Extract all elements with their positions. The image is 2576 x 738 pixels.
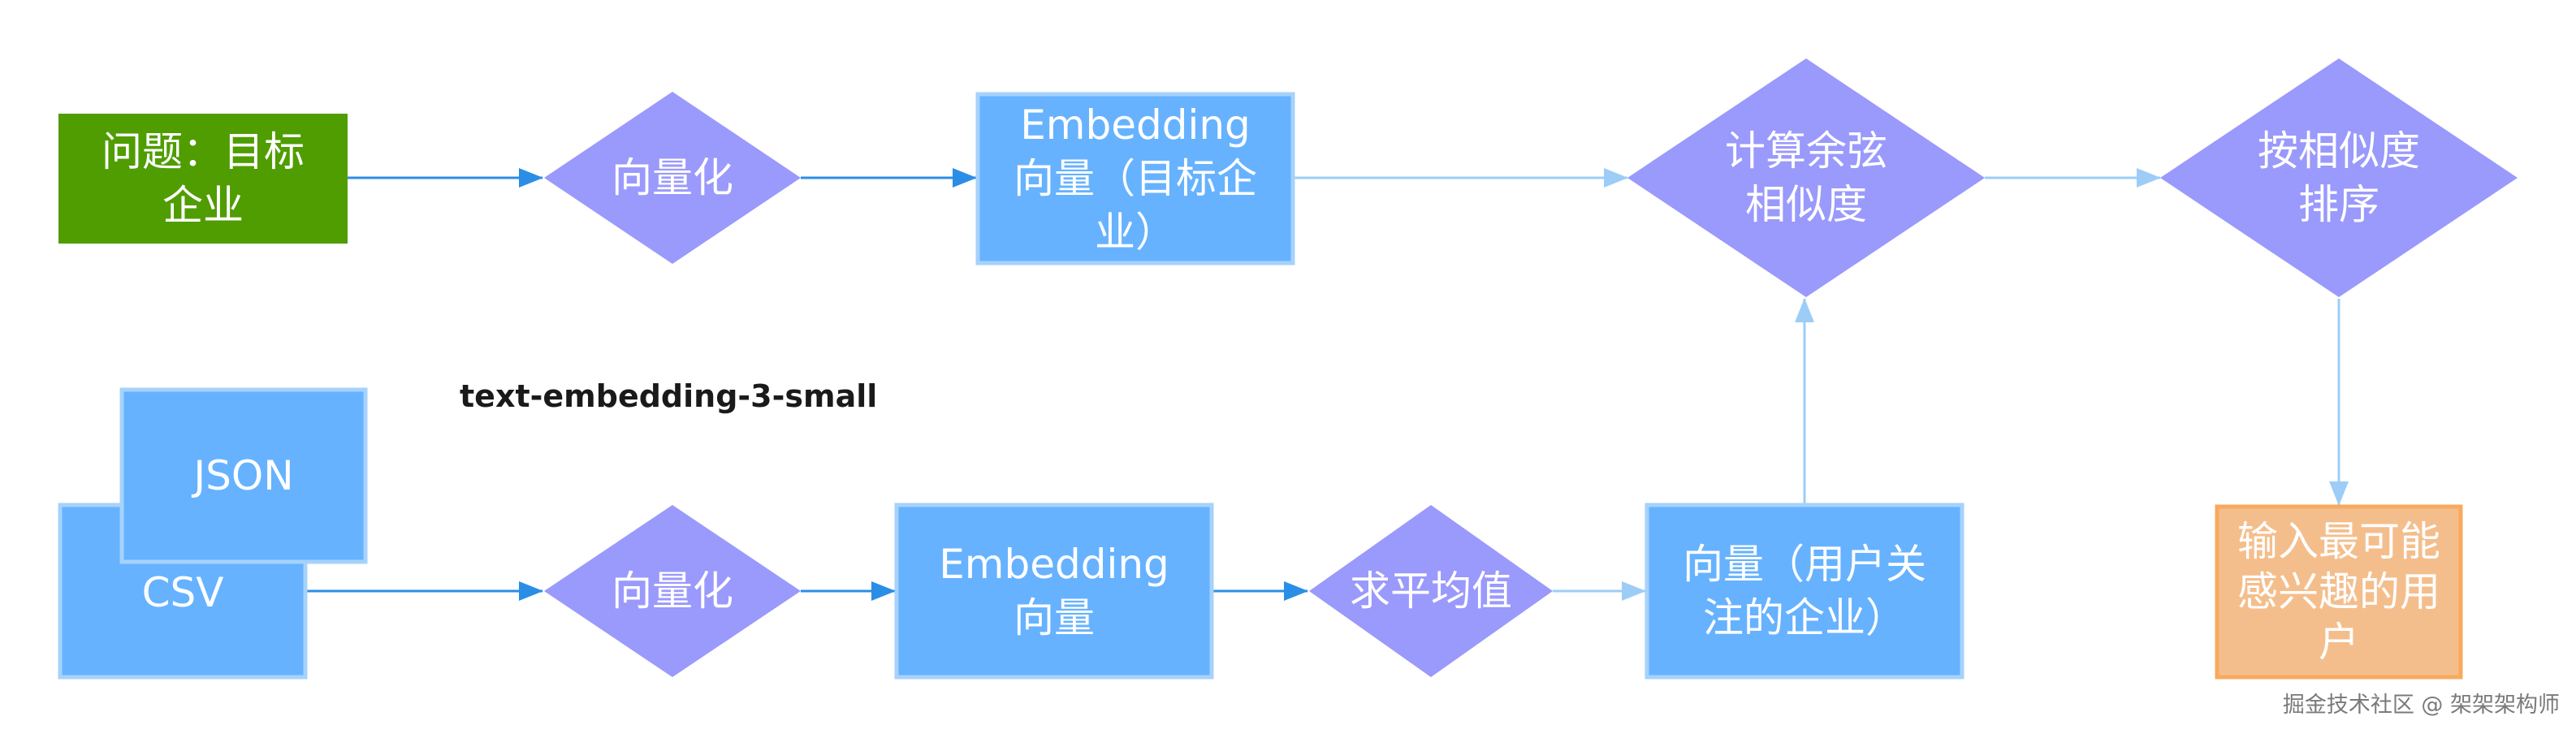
embedding-target-label: Embedding 向量（目标企业）	[1014, 101, 1257, 256]
sort-label: 按相似度排序	[2258, 127, 2420, 228]
embedding-target-box	[975, 92, 1295, 265]
model-caption: text-embedding-3-small	[460, 378, 878, 414]
embedding-bottom-label: Embedding 向量	[939, 541, 1169, 641]
vectorize-bottom-diamond	[544, 505, 801, 677]
user-vector-label: 向量（用户关注的企业）	[1683, 541, 1926, 641]
vectorize-top-label: 向量化	[612, 154, 733, 201]
average-label: 求平均值	[1350, 568, 1512, 615]
json-label: JSON	[193, 452, 294, 499]
output-label: 输入最可能感兴趣的用户	[2237, 518, 2440, 666]
user-vector-box	[1645, 503, 1964, 680]
csv-label: CSV	[141, 569, 224, 616]
cosine-diamond	[1627, 58, 1985, 297]
vectorize-top-diamond	[544, 92, 801, 264]
json-box	[119, 387, 368, 564]
question-label: 问题：目标企业	[102, 128, 305, 229]
connectors	[305, 168, 2349, 601]
average-diamond	[1309, 505, 1553, 677]
sort-diamond	[2160, 58, 2518, 297]
question-box	[58, 114, 348, 244]
output-box	[2215, 504, 2463, 680]
embedding-bottom-box	[894, 503, 1214, 680]
vectorize-bottom-label: 向量化	[612, 568, 733, 615]
watermark: 掘金技术社区 @ 架架架构师	[2282, 693, 2560, 718]
cosine-label: 计算余弦相似度	[1725, 127, 1887, 228]
